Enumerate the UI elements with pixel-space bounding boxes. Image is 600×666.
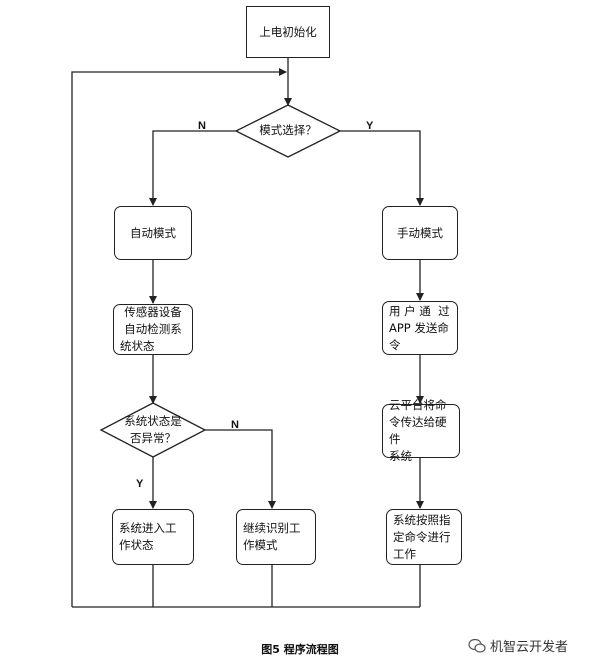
work-state-line-2: 作状态 [119, 538, 154, 552]
exec-command-line-2: 定命令进行 [393, 529, 451, 544]
app-command-line-3: 令 [389, 337, 401, 352]
sensor-detect-line-3: 统状态 [120, 339, 155, 353]
cloud-forward-line-2: 令传达给硬件 [389, 415, 447, 446]
app-command-node: 用 户 通 过 APP 发送命 令 [382, 301, 458, 355]
continue-recog-line-2: 作模式 [243, 538, 278, 552]
start-node: 上电初始化 [246, 6, 330, 58]
exec-command-node: 系统按照指 定命令进行 工作 [386, 509, 462, 565]
mode-decision-label: 模式选择？ [259, 123, 317, 137]
sensor-detect-line-1: 传感器设备 [124, 305, 182, 319]
status-decision-line-1: 系统状态是 [124, 414, 182, 428]
mode-no-label: N [198, 120, 206, 132]
exec-command-line-3: 工作 [393, 546, 416, 561]
chat-bubble-icon [468, 638, 486, 653]
start-node-label: 上电初始化 [259, 24, 317, 39]
figure-caption: 图5 程序流程图 [261, 643, 339, 656]
manual-mode-label: 手动模式 [397, 225, 443, 240]
watermark-text: 机智云开发者 [490, 640, 569, 655]
manual-mode-node: 手动模式 [382, 206, 458, 260]
mode-decision-shape [234, 104, 342, 158]
work-state-line-1: 系统进入工 [119, 521, 177, 535]
watermark: 机智云开发者 [468, 636, 568, 655]
status-decision-label: 系统状态是 否异常？ [113, 413, 193, 447]
auto-mode-label: 自动模式 [130, 225, 176, 240]
app-command-line-2: APP 发送命 [389, 320, 449, 335]
mode-yes-label: Y [366, 120, 374, 132]
app-command-line-1: 用 户 通 过 [389, 303, 450, 318]
continue-recog-node: 继续识别工 作模式 [236, 509, 316, 565]
work-state-node: 系统进入工 作状态 [112, 509, 194, 565]
exec-command-line-1: 系统按照指 [393, 512, 451, 527]
cloud-forward-node: 云平台将命 令传达给硬件 系统 [382, 398, 460, 463]
status-decision-shape [99, 402, 207, 458]
continue-recog-line-1: 继续识别工 [243, 521, 301, 535]
status-decision-line-2: 否异常？ [130, 431, 176, 445]
sensor-detect-node: 传感器设备 自动检测系 统状态 [113, 304, 193, 355]
status-yes-label: Y [136, 478, 144, 490]
cloud-forward-line-1: 云平台将命 [389, 398, 447, 412]
cloud-forward-line-3: 系统 [389, 449, 412, 463]
status-no-label: N [231, 419, 239, 431]
sensor-detect-line-2: 自动检测系 [124, 322, 182, 336]
auto-mode-node: 自动模式 [114, 206, 192, 260]
